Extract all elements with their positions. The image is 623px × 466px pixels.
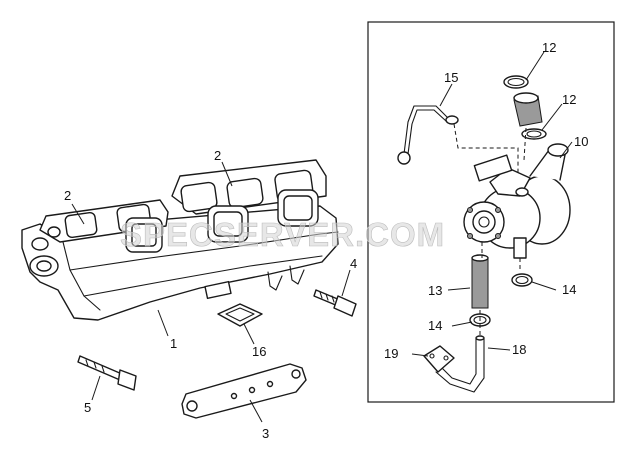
callout-oil-feed-tube: 15 xyxy=(444,70,458,85)
callout-gasket-left: 2 xyxy=(64,188,71,203)
oil-feed-tube xyxy=(397,105,459,165)
watermark: SPECSERVER.COM xyxy=(120,216,445,253)
callout-flange-gasket: 16 xyxy=(252,344,266,359)
callout-exhaust-manifold: 1 xyxy=(170,336,177,351)
flange-gasket xyxy=(217,303,263,327)
callout-gasket-right: 2 xyxy=(214,148,221,163)
callout-bolt-bracket: 5 xyxy=(84,400,91,415)
oil-drain-tube xyxy=(423,335,485,393)
callout-drain-flange: 19 xyxy=(384,346,398,361)
callout-clamp-lower: 14 xyxy=(428,318,442,333)
manifold-port-collars xyxy=(125,189,319,253)
leader-lines xyxy=(71,51,573,423)
callout-bracket: 3 xyxy=(262,426,269,441)
callout-turbocharger: 10 xyxy=(574,134,588,149)
callout-hose-clamp-top: 12 xyxy=(542,40,556,55)
intake-hose-and-clamps xyxy=(503,75,547,140)
callout-clamp-upper: 14 xyxy=(562,282,576,297)
assembly-guide-lines xyxy=(453,123,527,336)
oil-return-hose xyxy=(471,254,489,309)
callout-oil-drain-tube: 18 xyxy=(512,342,526,357)
callout-hose-clamp-mid: 12 xyxy=(562,92,576,107)
callout-oil-return-hose: 13 xyxy=(428,283,442,298)
callout-labels: 1 2 2 3 4 5 16 15 12 12 10 14 13 14 19 1… xyxy=(64,40,588,441)
turbocharger xyxy=(463,143,571,259)
manifold-bolt xyxy=(313,289,357,317)
manifold-support-bracket xyxy=(181,363,307,419)
bracket-bolt xyxy=(77,355,137,391)
turbocharger-inset-frame xyxy=(367,21,615,403)
callout-bolt-manifold: 4 xyxy=(350,256,357,271)
